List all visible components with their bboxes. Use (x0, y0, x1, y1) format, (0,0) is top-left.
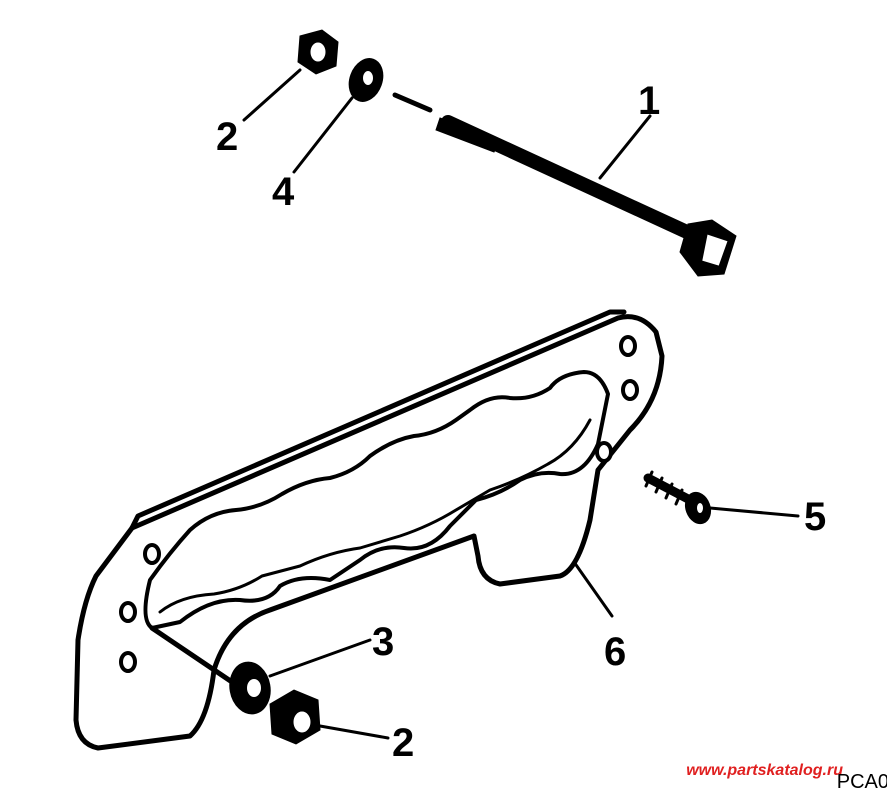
figure-code: PCA0 (836, 771, 887, 793)
bolt-part-1 (435, 115, 737, 277)
callout-4: 4 (272, 170, 295, 214)
callout-1: 1 (638, 79, 660, 123)
watermark-text: www.partskatalog.ru (686, 762, 843, 779)
mounting-plate-part-6 (73, 309, 665, 751)
screw-part-5 (643, 470, 712, 525)
nut-part-2-top (297, 29, 339, 75)
washer-part-3 (229, 661, 271, 715)
callout-3: 3 (372, 620, 394, 664)
washer-part-4 (348, 58, 384, 102)
leader-lines (242, 68, 800, 740)
callout-6: 6 (604, 630, 626, 674)
callout-2-top: 2 (216, 115, 238, 159)
plate-holes (119, 335, 639, 673)
callout-2-bottom: 2 (392, 721, 414, 765)
nut-part-2-bottom (269, 689, 321, 745)
assembly-line-bottom (149, 625, 235, 685)
callout-5: 5 (804, 495, 826, 539)
assembly-line-top (392, 92, 433, 113)
